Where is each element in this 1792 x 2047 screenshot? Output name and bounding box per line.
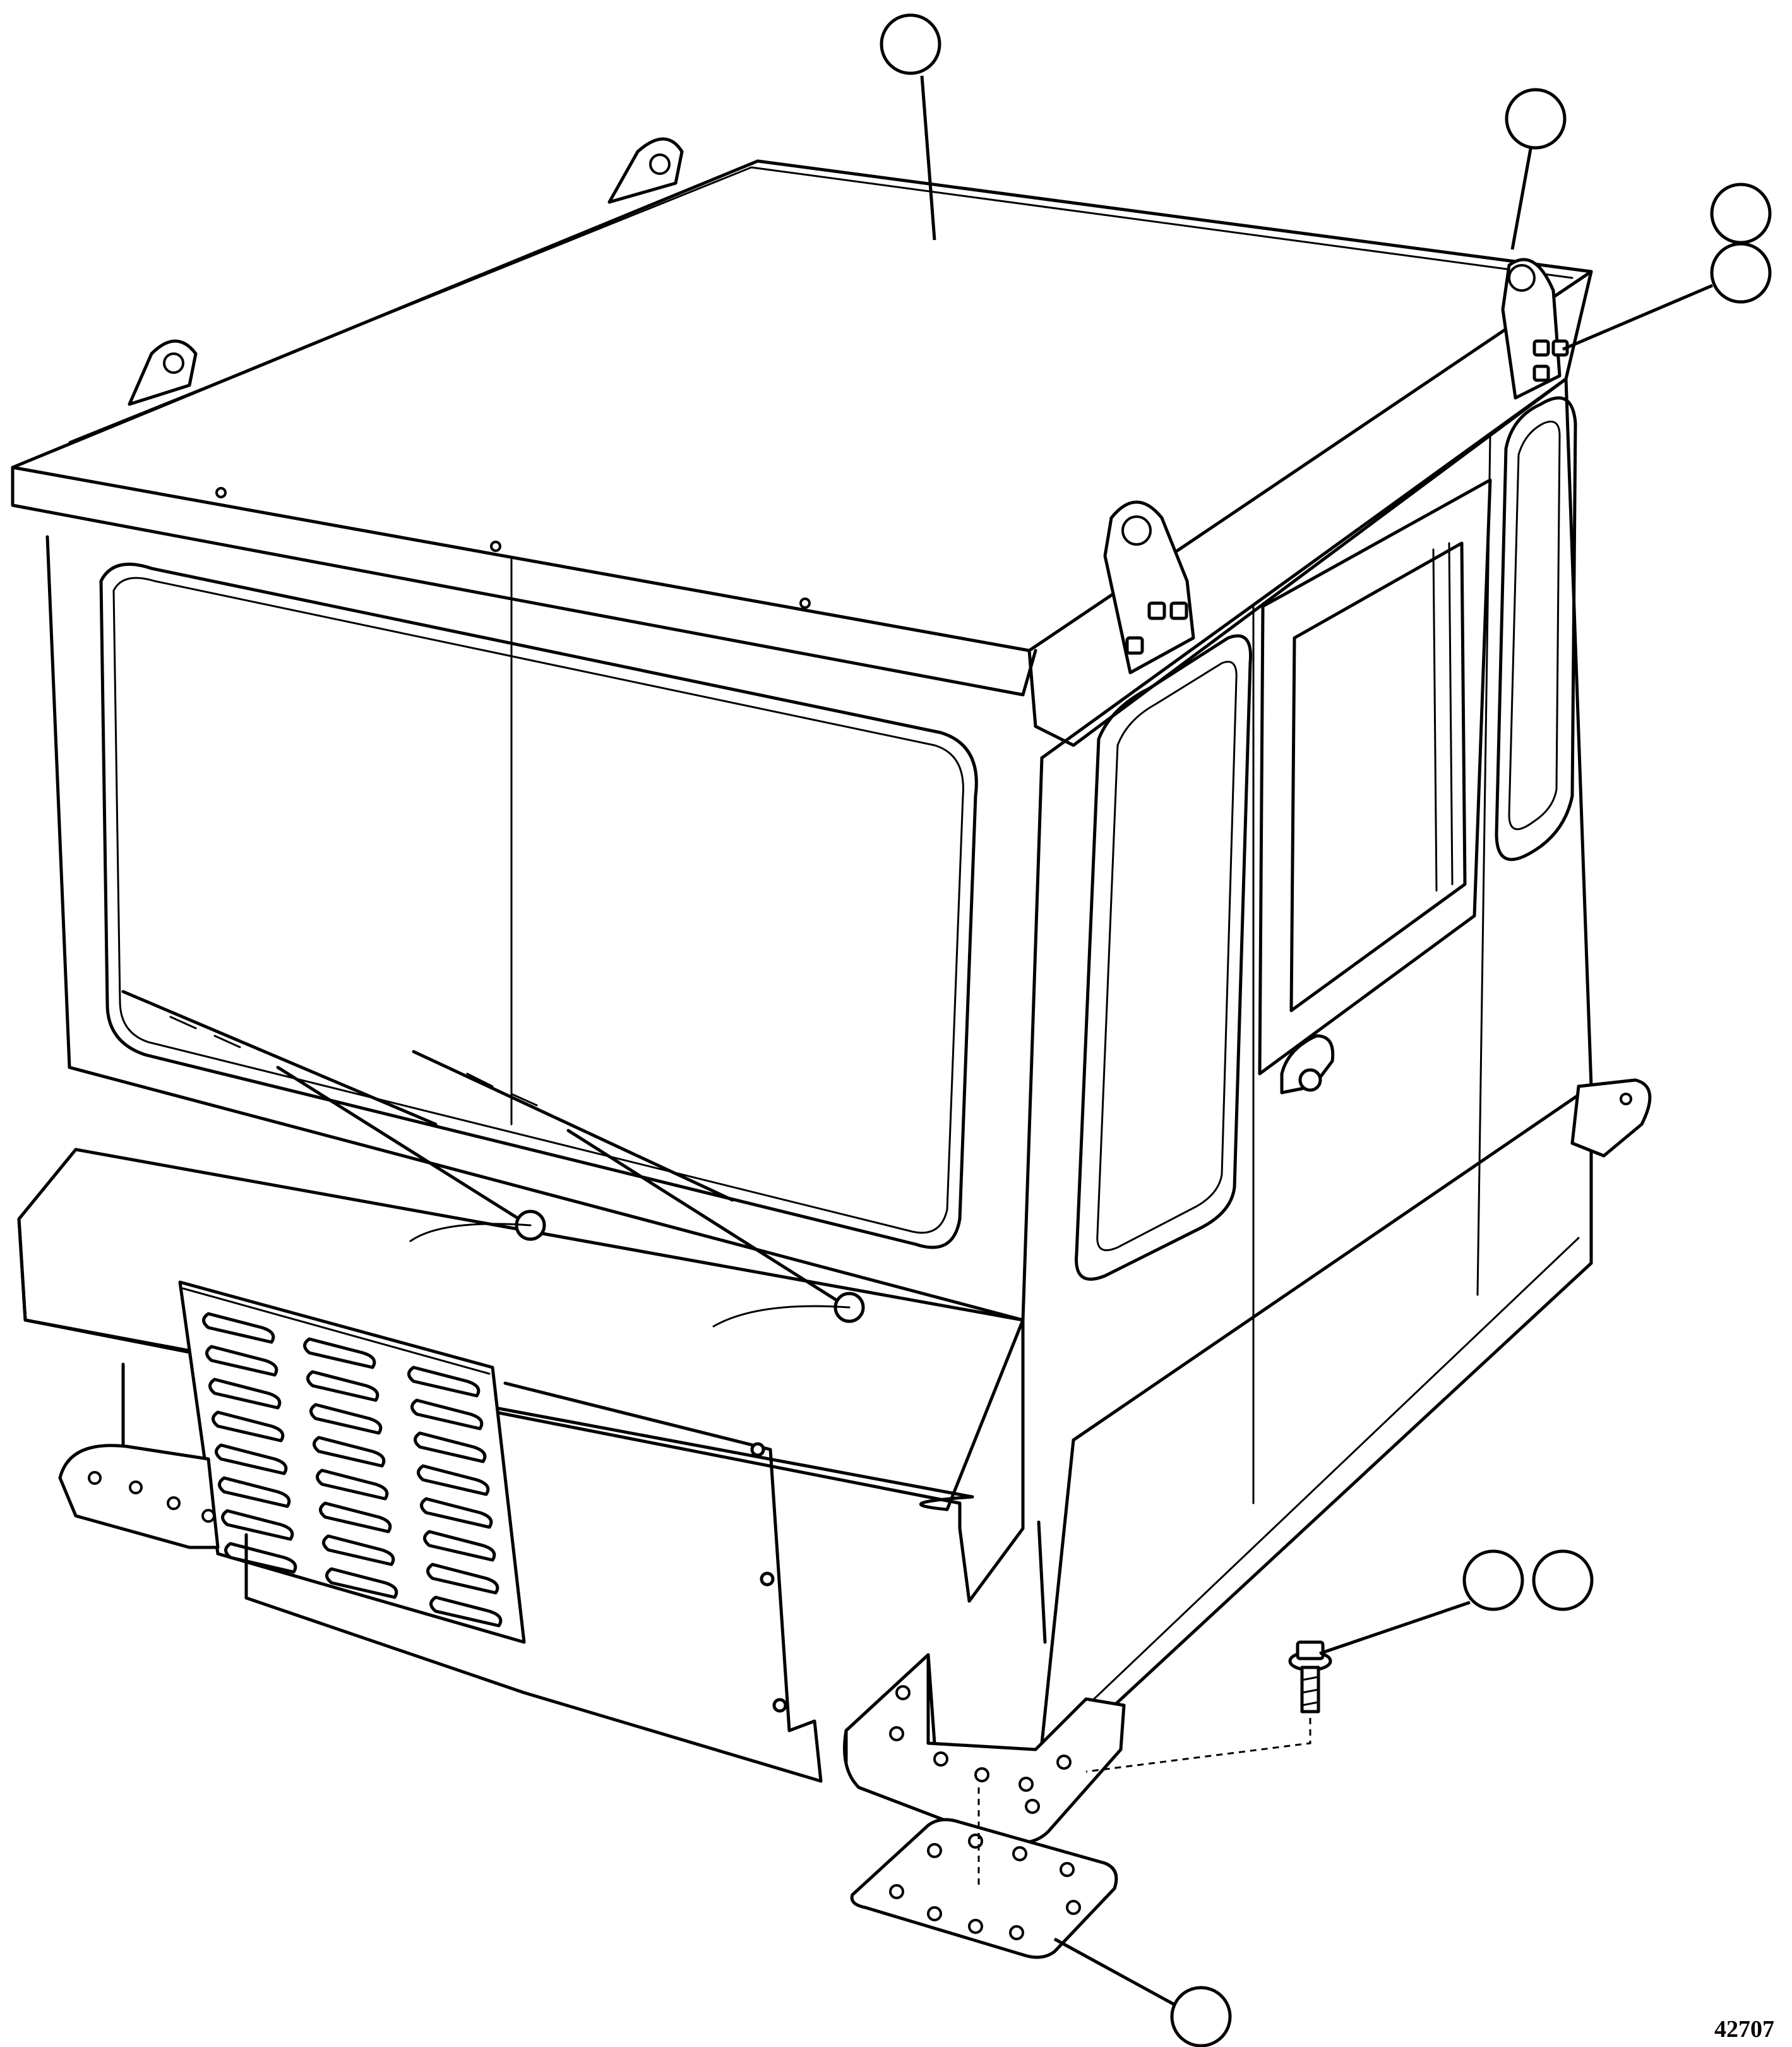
louver-slot [325,1567,398,1599]
louver-slot [426,1563,499,1595]
roof-panel [11,159,1593,747]
lower-access-panel [121,1362,823,1783]
lifting-eye-front [1103,500,1195,675]
louver-slot [313,1436,386,1468]
lifting-eye-right [1501,258,1569,400]
louver-slot [303,1337,376,1369]
louver-slot [309,1403,383,1435]
louver-slot [221,1509,294,1541]
louver-slot [208,1378,282,1410]
louver-slot [429,1595,503,1628]
mounting-foot-left [58,1444,220,1549]
callout-5 [1319,1549,1524,1655]
louver-slot [205,1345,278,1377]
louver-slot [417,1464,490,1496]
louver-slot [215,1443,288,1475]
mounting-foot-front [843,1653,1126,1845]
louver-slot [306,1370,379,1402]
callout-3 [1710,183,1772,244]
louver-slot [218,1476,291,1508]
mounting-bolt [1288,1640,1332,1714]
callout-6 [1532,1549,1594,1611]
figure-number: 42707 [1714,2016,1774,2043]
callout-2 [1505,88,1567,250]
callout-7 [1053,1937,1232,2047]
louver-slot [322,1534,395,1566]
mounting-foot-rear [1570,1078,1652,1158]
louver-slot [414,1431,487,1463]
shim-plate [850,1818,1118,1959]
louver-slot [224,1542,297,1574]
louver-slot [407,1366,481,1398]
louver-slot [212,1410,285,1443]
louver-slot [316,1468,389,1501]
louver-slot [420,1497,493,1529]
callout-1 [880,13,941,241]
front-vent-grille [178,1280,526,1644]
wiper-right [412,1050,865,1328]
callout-4 [1562,242,1772,351]
louver-slot [202,1312,275,1344]
louver-slot [319,1501,392,1534]
assembly-lines [977,1718,1311,1885]
louver-slot [423,1530,496,1562]
wiper-left [121,990,546,1242]
side-face [1040,377,1593,1745]
lifting-eye-left [128,339,198,406]
lifting-eye-rear [607,137,684,204]
louver-slot [410,1398,484,1431]
